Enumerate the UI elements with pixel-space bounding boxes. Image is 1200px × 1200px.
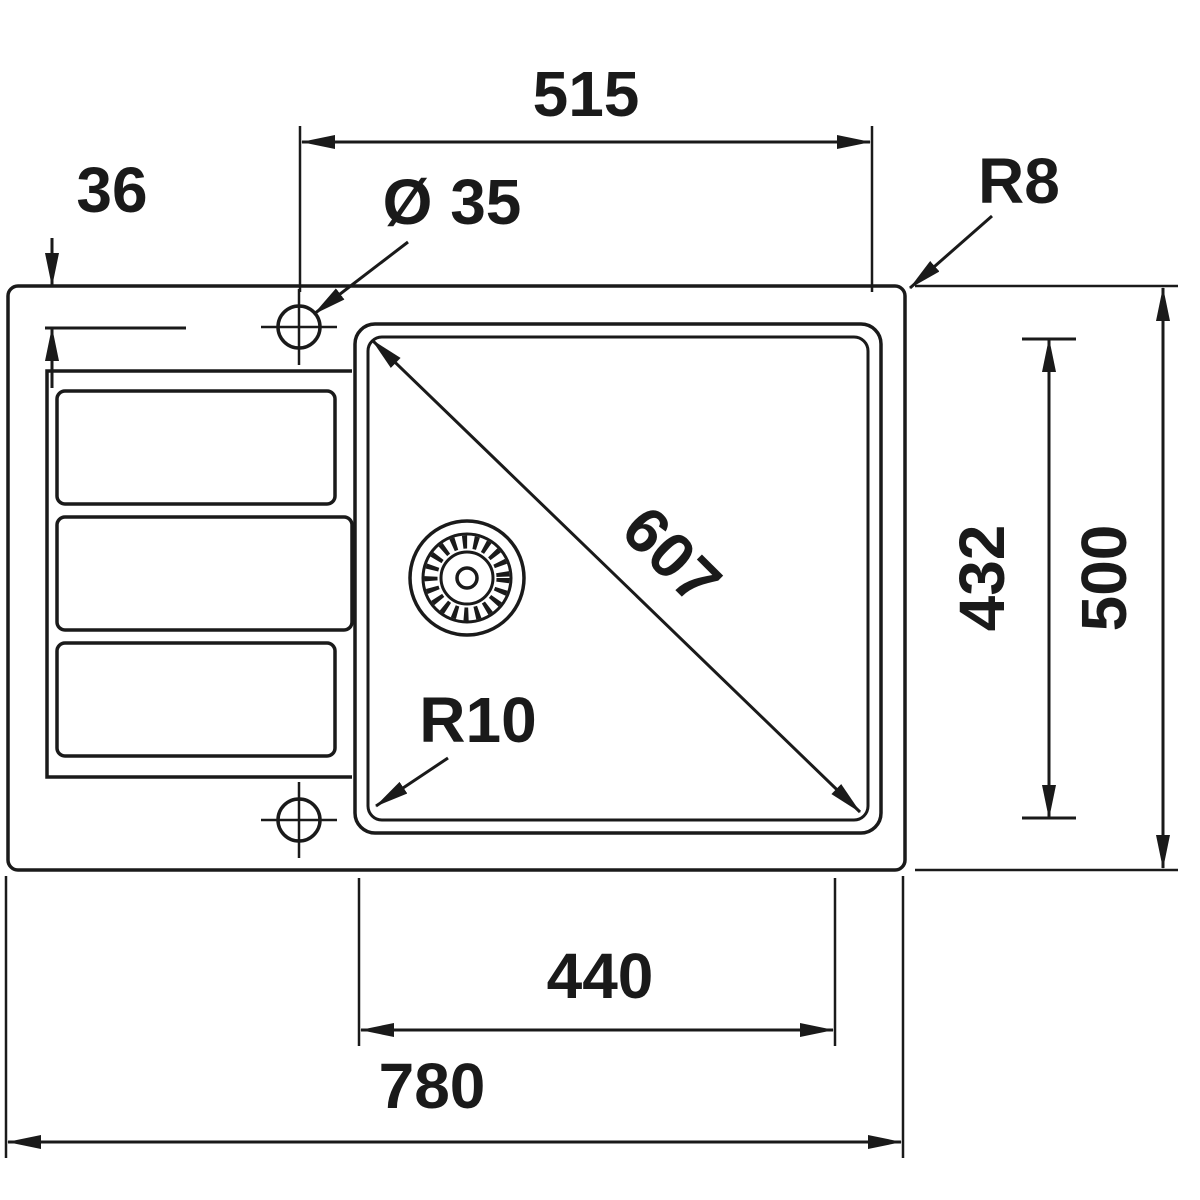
bowl-outer-outline	[353, 322, 883, 835]
dim-overall-width-label: 780	[379, 1050, 486, 1122]
dim-overall-width: 780	[4, 876, 905, 1158]
tap-hole-top	[261, 289, 337, 365]
dim-outer-radius-label: R8	[978, 145, 1060, 217]
dim-tap-diameter-leader	[313, 240, 409, 316]
bowl-inner-outline	[366, 335, 870, 822]
dim-top-width: 515	[298, 58, 874, 292]
dim-bowl-depth-label: 432	[946, 525, 1018, 632]
dim-tap-diameter-label: Ø 35	[383, 166, 522, 238]
dim-bowl-diagonal-line	[370, 338, 862, 814]
drainboard-rib-middle	[55, 515, 354, 632]
drainboard-outline	[45, 369, 352, 779]
tap-hole-bottom	[261, 782, 337, 858]
drain-center-cap	[455, 566, 479, 590]
dim-bowl-depth: 432	[946, 337, 1076, 820]
drainboard-rib-bottom	[55, 641, 337, 758]
sink-body	[6, 284, 907, 872]
dim-top-width-label: 515	[533, 58, 640, 130]
drainboard-rib-top	[55, 389, 337, 506]
sink-outline	[6, 284, 907, 872]
dim-overall-depth-label: 500	[1068, 525, 1140, 632]
dim-bowl-width: 440	[357, 878, 837, 1046]
dim-bowl-diagonal-label: 607	[609, 492, 735, 618]
dim-tap-offset-label: 36	[76, 154, 147, 226]
dim-bowl-radius: R10	[375, 684, 537, 808]
dim-overall-depth: 500	[915, 284, 1178, 872]
dim-tap-offset: 36	[45, 154, 186, 388]
dim-tap-diameter: Ø 35	[313, 166, 522, 316]
drain-inner-ring	[439, 550, 495, 606]
dim-bowl-radius-leader	[375, 756, 449, 808]
dim-outer-radius: R8	[909, 145, 1060, 290]
dim-bowl-width-label: 440	[547, 940, 654, 1012]
dim-bowl-radius-label: R10	[419, 684, 536, 756]
dim-outer-radius-leader	[909, 214, 993, 290]
drain-strainer	[408, 519, 526, 637]
